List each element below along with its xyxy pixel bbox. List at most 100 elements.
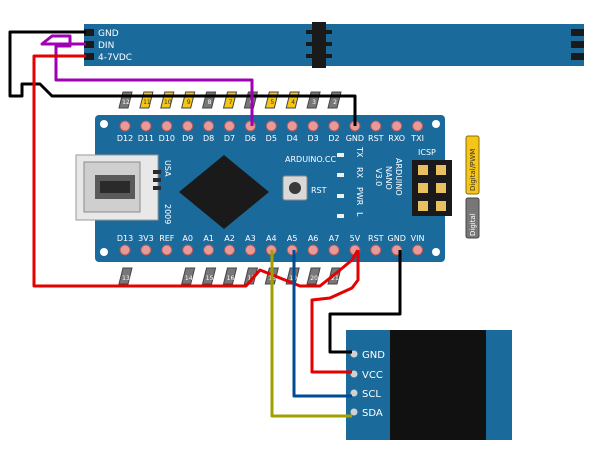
bottom-pin-label: A6 (308, 234, 319, 243)
bottom-pin-hole (119, 244, 131, 256)
bottom-pin-label: A2 (224, 234, 235, 243)
wire-scl (292, 250, 352, 398)
top-pin-label: D12 (117, 134, 133, 143)
top-pin-tab: 8 (201, 91, 217, 109)
top-tab-number: 5 (270, 99, 274, 106)
top-pin-tab: 9 (181, 91, 196, 109)
top-pin-tab: 11 (139, 91, 154, 109)
bottom-pin-hole (328, 244, 340, 256)
wire-din (40, 34, 254, 126)
top-pin-label: D8 (203, 134, 214, 143)
top-pin-tab: 7 (222, 91, 238, 109)
top-pin-hole (265, 120, 277, 132)
top-pin-hole (328, 120, 340, 132)
top-pin-label: D5 (266, 134, 277, 143)
top-pin-tab: 2 (327, 91, 342, 109)
bottom-pin-hole (140, 244, 152, 256)
bottom-pin-tab: 13 (118, 267, 133, 285)
icsp-header (412, 160, 452, 216)
wire-5v (32, 54, 360, 288)
model-line-1: ARDUINO (394, 158, 403, 196)
arduino-nano: USA 2009 ARDUINO.CC RST TX RX PWR L ARDU… (75, 115, 452, 262)
top-pin-label: D2 (328, 134, 339, 143)
bottom-pin-hole (224, 244, 235, 256)
top-pin-hole (224, 120, 235, 132)
bottom-pin-label: A4 (266, 234, 277, 243)
led-label-rx: RX (355, 167, 364, 179)
bottom-pin-label: VIN (411, 234, 425, 243)
bottom-pin-tab: 16 (222, 267, 238, 285)
reset-button[interactable] (282, 175, 308, 201)
usa-label: USA (163, 160, 172, 177)
oled-module: GND VCC SCL SDA (346, 330, 512, 440)
top-pin-hole (203, 120, 215, 132)
bottom-pin-label: A5 (287, 234, 298, 243)
top-pin-label: D6 (245, 134, 256, 143)
bottom-pin-label: A3 (245, 234, 256, 243)
oled-pin-gnd: GND (362, 350, 385, 361)
top-pin-label: RXO (388, 134, 405, 143)
top-tab-number: 2 (333, 99, 337, 106)
bottom-pin-hole (370, 244, 382, 256)
top-tab-number: 8 (208, 99, 212, 106)
top-tab-number: 9 (187, 99, 191, 106)
top-pin-label: D10 (159, 134, 175, 143)
top-pin-hole (244, 120, 256, 132)
bottom-tab-number: 13 (122, 275, 130, 282)
bottom-pin-tab: 15 (201, 267, 217, 285)
led-strip: GND DIN 4-7VDC (84, 22, 584, 68)
wire-5v-oled (310, 250, 360, 374)
bottom-tab-number: 21 (331, 275, 339, 282)
top-tab-number: 12 (122, 99, 130, 106)
icsp-label: ICSP (418, 148, 436, 157)
bottom-pin-tab: 14 (181, 267, 196, 285)
led-label-l: L (355, 212, 364, 217)
bottom-pin-label: A0 (182, 234, 193, 243)
top-pin-tab: 3 (306, 91, 321, 109)
bottom-pin-label: A7 (329, 234, 340, 243)
bottom-pin-label: GND (388, 234, 406, 243)
top-pin-label: TXI (410, 134, 424, 143)
model-line-2: NANO (384, 166, 393, 190)
top-tab-number: 4 (291, 99, 295, 106)
top-pin-hole (370, 120, 382, 132)
top-pin-label: GND (346, 134, 364, 143)
wire-gnd-oled (328, 250, 402, 354)
bottom-pin-label: A1 (203, 234, 214, 243)
bottom-pin-hole (182, 244, 194, 256)
digital-pwm-tag: Digital/PWM Digital (465, 135, 480, 239)
year-label: 2009 (163, 204, 172, 224)
led-label-tx: TX (355, 146, 364, 158)
bottom-pin-hole (244, 244, 256, 256)
top-pin-hole (307, 120, 319, 132)
bottom-pin-tab: 20 (306, 267, 321, 285)
bottom-pin-hole (286, 244, 298, 256)
oled-pin-scl: SCL (362, 389, 381, 400)
wire-sda (270, 250, 352, 418)
bottom-pin-hole (203, 244, 215, 256)
top-pin-hole (119, 120, 131, 132)
top-pin-tab: 12 (118, 91, 133, 109)
top-pin-hole (412, 120, 424, 132)
brand-label: ARDUINO.CC (285, 155, 336, 164)
bottom-tab-number: 14 (185, 275, 193, 282)
top-pin-label: D7 (224, 134, 235, 143)
wires (8, 30, 402, 418)
svg-text:Digital/PWM: Digital/PWM (469, 149, 477, 191)
svg-text:Digital: Digital (469, 213, 477, 236)
reset-label: RST (311, 186, 327, 195)
bottom-tab-number: 20 (310, 275, 318, 282)
top-pin-label: D4 (287, 134, 298, 143)
oled-pin-sda: SDA (362, 408, 383, 419)
top-pin-tab: 10 (160, 91, 175, 109)
top-pin-tab: 5 (264, 91, 279, 109)
top-tab-number: 3 (312, 99, 316, 106)
top-tab-number: 7 (229, 99, 233, 106)
top-pin-label: D11 (138, 134, 154, 143)
bottom-pin-label: 3V3 (138, 234, 154, 243)
model-line-3: V3.0 (374, 168, 383, 186)
top-pin-tab: 4 (285, 91, 300, 109)
microcontroller-chip (179, 155, 269, 229)
